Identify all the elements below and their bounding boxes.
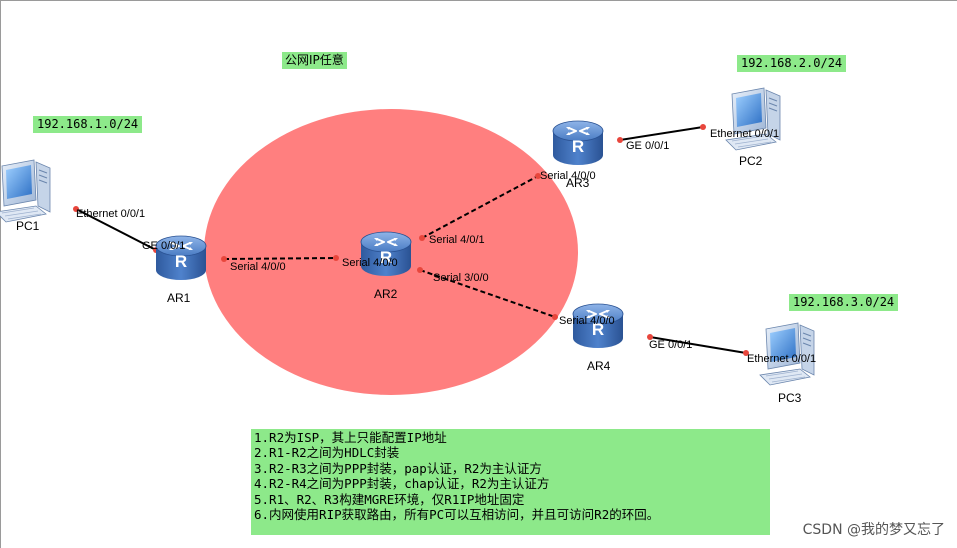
port-dot-pc1	[73, 206, 79, 212]
port-label-ar1-serial: Serial 4/0/0	[230, 261, 286, 273]
port-dot-ar1	[221, 256, 227, 262]
device-label-ar2: AR2	[374, 287, 398, 301]
device-label-ar3: AR3	[566, 176, 590, 190]
port-dot-ar3	[617, 137, 623, 143]
port-label-pc1-eth: Ethernet 0/0/1	[76, 208, 146, 220]
port-dot-ar2	[333, 255, 339, 261]
link-ar2-ar3	[421, 175, 539, 239]
port-dot-ar2	[419, 235, 425, 241]
port-label-ar3-ge: GE 0/0/1	[626, 140, 670, 152]
device-label-pc2: PC2	[739, 154, 763, 168]
requirement-1: 1.R2为ISP，其上只能配置IP地址	[254, 430, 447, 445]
port-dot-ar4	[647, 334, 653, 340]
left-border	[0, 0, 1, 548]
network-note-3: 192.168.3.0/24	[789, 294, 899, 311]
requirements-note: 1.R2为ISP，其上只能配置IP地址 2.R1-R2之间为HDLC封装 3.R…	[251, 429, 770, 535]
link-ar3-pc2	[619, 126, 704, 141]
port-label-pc2-eth: Ethernet 0/0/1	[710, 128, 780, 140]
port-label-ar2-serial300: Serial 3/0/0	[433, 272, 489, 284]
port-label-pc3-eth: Ethernet 0/0/1	[747, 353, 817, 365]
requirement-6: 6.内网使用RIP获取路由，所有PC可以互相访问，并且可访问R2的环回。	[254, 507, 660, 523]
requirement-4: 4.R2-R4之间为PPP封装，chap认证，R2为主认证方	[254, 476, 550, 492]
port-dot-ar2	[417, 267, 423, 273]
link-ar1-ar2	[223, 257, 337, 260]
port-label-ar2-serial401: Serial 4/0/1	[429, 234, 485, 246]
port-dot-pc2	[700, 124, 706, 130]
link-pc1-ar1	[75, 208, 157, 251]
pc-icon-pc1[interactable]	[0, 159, 51, 223]
top-border	[0, 0, 957, 1]
network-note-2: 192.168.2.0/24	[737, 55, 847, 72]
port-label-ar4-ge: GE 0/0/1	[649, 339, 693, 351]
network-note-1: 192.168.1.0/24	[33, 116, 143, 133]
device-label-pc3: PC3	[778, 391, 802, 405]
requirement-2: 2.R1-R2之间为HDLC封装	[254, 445, 400, 461]
public-network-note: 公网IP任意	[282, 52, 347, 69]
port-label-ar3-serial: Serial 4/0/0	[540, 170, 596, 182]
requirement-5: 5.R1、R2、R3构建MGRE环境，仅R1IP地址固定	[254, 491, 525, 507]
router-icon-ar3[interactable]	[552, 120, 604, 166]
port-dot-ar3	[535, 173, 541, 179]
port-label-ar4-serial: Serial 4/0/0	[559, 315, 615, 327]
requirement-3: 3.R2-R3之间为PPP封装，pap认证，R2为主认证方	[254, 460, 542, 476]
device-label-pc1: PC1	[16, 219, 40, 233]
port-label-ar2-serial400: Serial 4/0/0	[342, 257, 398, 269]
link-ar4-pc3	[649, 336, 747, 354]
port-label-ar1-ge: GE 0/0/1	[142, 240, 186, 252]
device-label-ar4: AR4	[587, 359, 611, 373]
port-dot-ar4	[552, 314, 558, 320]
device-label-ar1: AR1	[167, 291, 191, 305]
port-dot-pc3	[743, 350, 749, 356]
csdn-watermark: CSDN @我的梦又忘了	[802, 522, 945, 538]
